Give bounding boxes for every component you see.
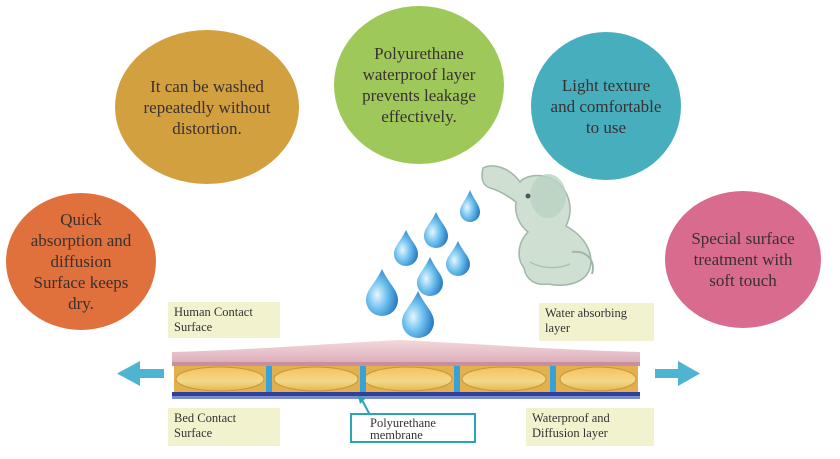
bubble-text: repeatedly without bbox=[143, 97, 271, 117]
bubble-text: diffusion bbox=[50, 252, 112, 271]
bubble-text: Light texture bbox=[561, 75, 651, 95]
label-line: layer bbox=[545, 321, 570, 335]
label-line: membrane bbox=[370, 428, 423, 442]
bubble-text: treatment with bbox=[693, 250, 793, 269]
bubble-quick-absorption: Quick absorption and diffusion Surface k… bbox=[6, 193, 156, 330]
elephant-figure bbox=[481, 165, 594, 286]
bubble-soft-touch: Special surface treatment with soft touc… bbox=[665, 191, 821, 328]
label-line: Waterproof and bbox=[532, 411, 610, 425]
label-line: Bed Contact bbox=[174, 411, 237, 425]
bubble-washable: It can be washed repeatedly without dist… bbox=[115, 30, 299, 184]
bubble-text: to use bbox=[585, 117, 627, 137]
bubble-light-texture: Light texture and comfortable to use bbox=[531, 32, 681, 180]
label-line: Diffusion layer bbox=[532, 426, 608, 440]
bubble-text: effectively. bbox=[381, 107, 457, 126]
bubble-text: Surface keeps bbox=[33, 273, 129, 292]
bubble-text: prevents leakage bbox=[362, 86, 476, 105]
label-line: Human Contact bbox=[174, 305, 253, 319]
bubble-text: Special surface bbox=[691, 229, 795, 248]
label-waterproof-diffusion-layer: Waterproof and Diffusion layer bbox=[526, 408, 654, 446]
bubble-text: dry. bbox=[68, 294, 94, 313]
label-line: Water absorbing bbox=[545, 306, 627, 320]
bubble-waterproof: Polyurethane waterproof layer prevents l… bbox=[334, 6, 504, 164]
label-bed-contact-surface: Bed Contact Surface bbox=[168, 408, 280, 446]
bubble-text: Polyurethane bbox=[374, 44, 464, 63]
label-line: Surface bbox=[174, 320, 213, 334]
bubble-text: absorption and bbox=[30, 231, 132, 250]
membrane-pointer bbox=[358, 396, 371, 416]
bubble-text: and comfortable bbox=[550, 96, 662, 116]
label-polyurethane-membrane: Polyurethane membrane bbox=[350, 413, 476, 443]
label-line: Surface bbox=[174, 426, 213, 440]
water-drop-icon bbox=[366, 190, 480, 338]
mattress-layers bbox=[172, 340, 640, 399]
label-water-absorbing-layer: Water absorbing layer bbox=[539, 303, 654, 341]
label-line: Polyurethane bbox=[370, 416, 436, 430]
arrow-right-icon bbox=[655, 361, 700, 386]
arrow-left-icon bbox=[117, 361, 164, 386]
bubble-text: It can be washed bbox=[150, 76, 264, 96]
bubble-text: Quick bbox=[60, 210, 102, 229]
label-human-contact-surface: Human Contact Surface bbox=[168, 302, 280, 338]
bubble-text: soft touch bbox=[709, 271, 777, 290]
bubble-text: waterproof layer bbox=[362, 65, 476, 84]
bubble-text: distortion. bbox=[172, 118, 242, 138]
